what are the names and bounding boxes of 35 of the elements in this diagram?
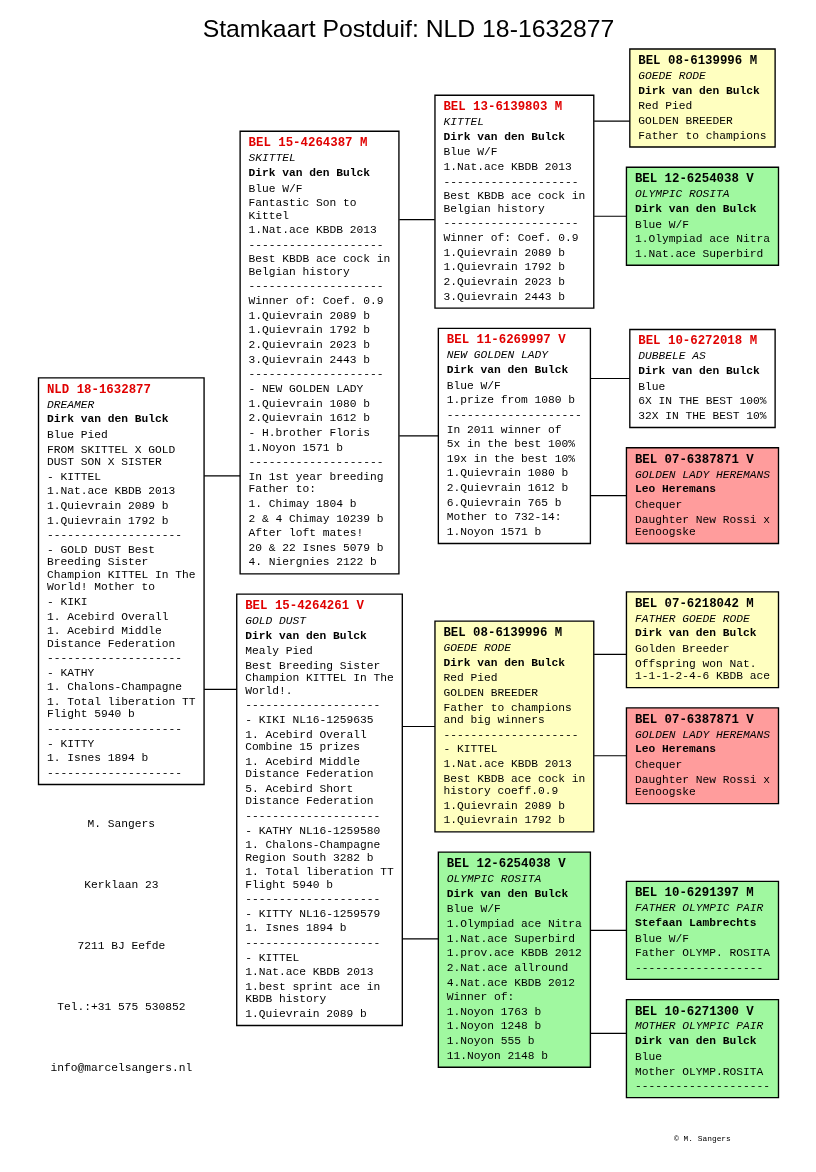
connector (593, 755, 627, 757)
connector (589, 1032, 627, 1034)
node-box: BEL 07-6387871 V GOLDEN LADY HEREMANS Leo Heremans Chequer Daughter New Rossi x Eenoogske (625, 447, 779, 545)
connector (589, 495, 627, 497)
label: 7211 BJ Eefde (76, 939, 165, 952)
connector (401, 725, 435, 728)
node-box: BEL 08-6139996 M GOEDE RODE Dirk van den Bulck Red Pied GOLDEN BREEDER Father to champions and big winners -------------------- - KITTEL 1.Nat.ace KBDB 2013 Best KBDB ace cock in history coeff.0.9 1.Quievrain 2089 b 1.Quievrain 1792 b (433, 620, 594, 833)
node-box: BEL 10-6271300 V MOTHER OLYMPIC PAIR Dirk van den Bulck Blue Mother OLYMP.ROSITA -------------------- (625, 998, 779, 1099)
node-box: BEL 13-6139803 M KITTEL Dirk van den Bulck Blue W/F 1.Nat.ace KBDB 2013 -------------------- Best KBDB ace cock in Belgian history -------------------- Winner of: Coef. 0.9 1.Quievrain 2089 b 1.Quievrain 1792 b 2.Quievrain 2023 b 3.Quievrain 2443 b (433, 94, 594, 309)
node-box: BEL 12-6254038 V OLYMPIC ROSITA Dirk van den Bulck Blue W/F 1.Olympiad ace Nitra 1.Nat.ace Superbird (625, 166, 779, 266)
node-box: BEL 08-6139996 M GOEDE RODE Dirk van den Bulck Red Pied GOLDEN BREEDER Father to champions (628, 48, 776, 148)
connector (401, 938, 439, 940)
label: M. Sangers (87, 818, 155, 831)
connector (593, 653, 627, 655)
connector (589, 377, 630, 380)
node-box: BEL 07-6218042 M FATHER GOEDE RODE Dirk van den Bulck Golden Breeder Offspring won Nat. 1-1-1-2-4-6 KBDB ace (625, 591, 779, 689)
diagram-title: Stamkaart Postduif: NLD 18-1632877 (202, 15, 614, 43)
connector (398, 435, 439, 437)
label: Tel.:+31 575 530852 (56, 1000, 185, 1013)
node-box: BEL 11-6269997 V NEW GOLDEN LADY Dirk van den Bulck Blue W/F 1.prize from 1080 b -------------------- In 2011 winner of 5x in the best 100% 19x in the best 10% 1.Quievrain 1080 b 2.Quievrain 1612 b 6.Quievrain 765 b Mother to 732-14: 1.Noyon 1571 b (437, 327, 591, 545)
connector (398, 219, 435, 221)
label: info@marcelsangers.nl (49, 1061, 192, 1074)
connector (593, 120, 630, 122)
node-box: NLD 18-1632877 DREAMER Dirk van den Bulck Blue Pied FROM SKITTEL X GOLD DUST SON X SISTER - KITTEL 1.Nat.ace KBDB 2013 1.Quievrain 2089 b 1.Quievrain 1792 b -------------------- - GOLD DUST Best Breeding Sister Champion KITTEL In The World! Mother to - KIKI 1. Acebird Overall 1. Acebird Middle Distance Federation -------------------- - KATHY 1. Chalons-Champagne 1. Total liberation TT Flight 5940 b -------------------- - KITTY 1. Isnes 1894 b -------------------- (37, 377, 205, 786)
node-box: BEL 15-4264387 M SKITTEL Dirk van den Bulck Blue W/F Fantastic Son to Kittel 1.Nat.ace KBDB 2013 -------------------- Best KBDB ace cock in Belgian history -------------------- Winner of: Coef. 0.9 1.Quievrain 2089 b 1.Quievrain 1792 b 2.Quievrain 2023 b 3.Quievrain 2443 b -------------------- - NEW GOLDEN LADY 1.Quievrain 1080 b 2.Quievrain 1612 b - H.brother Floris 1.Noyon 1571 b -------------------- In 1st year breeding Father to: 1. Chimay 1804 b 2 & 4 Chimay 10239 b After loft mates! 20 & 22 Isnes 5079 b 4. Niergnies 2122 b (238, 130, 400, 575)
connector (203, 475, 241, 477)
node-box: BEL 12-6254038 V OLYMPIC ROSITA Dirk van den Bulck Blue W/F 1.Olympiad ace Nitra 1.Nat.ace Superbird 1.prov.ace KBDB 2012 2.Nat.ace allround 4.Nat.ace KBDB 2012 Winner of: 1.Noyon 1763 b 1.Noyon 1248 b 1.Noyon 555 b 11.Noyon 2148 b (437, 851, 591, 1068)
node-box: BEL 10-6291397 M FATHER OLYMPIC PAIR Stefaan Lambrechts Blue W/F Father OLYMP. ROSITA ------------------- (625, 880, 779, 981)
node-box: BEL 10-6272018 M DUBBELE AS Dirk van den Bulck Blue 6X IN THE BEST 100% 32X IN THE BEST 10% (628, 328, 776, 429)
connector (593, 215, 627, 217)
connector (203, 688, 237, 690)
connector (589, 929, 627, 931)
node-box: BEL 07-6387871 V GOLDEN LADY HEREMANS Leo Heremans Chequer Daughter New Rossi x Eenoogske (625, 707, 779, 805)
node-box: BEL 15-4264261 V GOLD DUST Dirk van den Bulck Mealy Pied Best Breeding Sister Champion KITTEL In The World!. -------------------- - KIKI NL16-1259635 1. Acebird Overall Combine 15 prizes 1. Acebird Middle Distance Federation 5. Acebird Short Distance Federation -------------------- - KATHY NL16-1259580 1. Chalons-Champagne Region South 3282 b 1. Total liberation TT Flight 5940 b -------------------- - KITTY NL16-1259579 1. Isnes 1894 b -------------------- - KITTEL 1.Nat.ace KBDB 2013 1.best sprint ace in KBDB history 1.Quievrain 2089 b (235, 593, 403, 1027)
label: Kerklaan 23 (83, 879, 158, 892)
